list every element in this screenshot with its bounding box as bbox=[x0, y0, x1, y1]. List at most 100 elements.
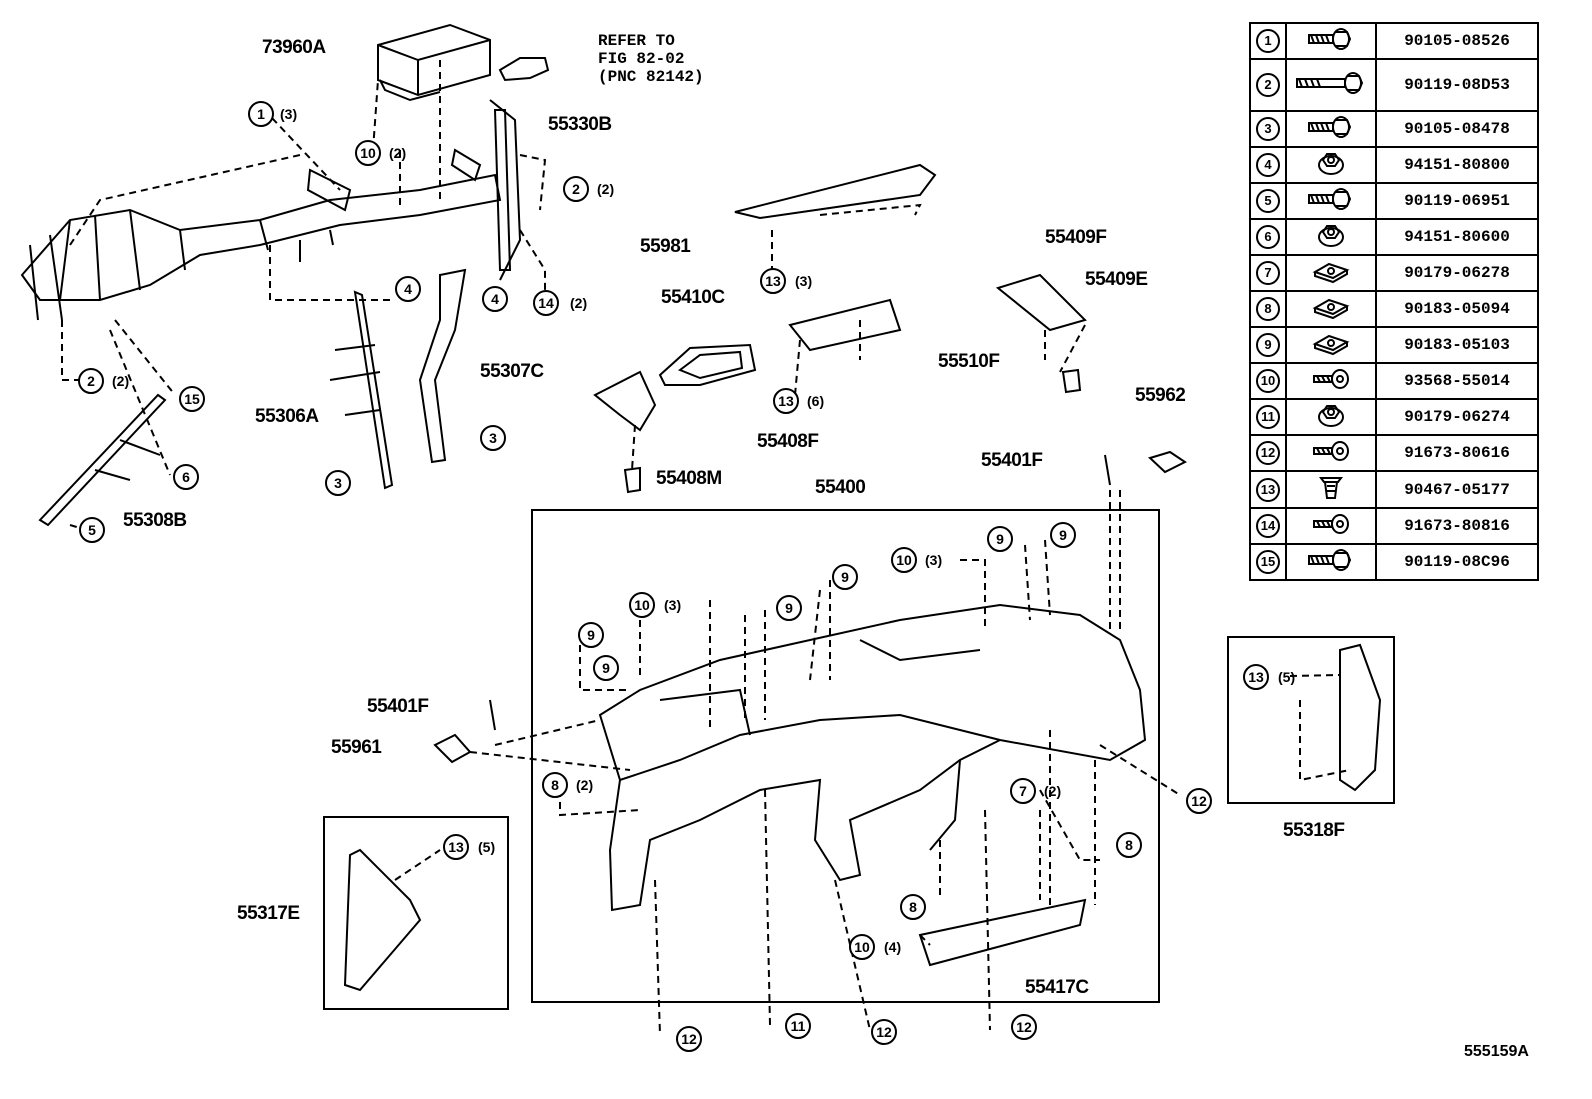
bolt-washer-icon bbox=[1285, 22, 1377, 60]
fastener-number-cell: 3 bbox=[1249, 110, 1287, 148]
panel-55317E-drawing bbox=[343, 848, 422, 992]
fastener-row: 1 90105-08526 bbox=[1249, 22, 1539, 60]
computer-box-drawing bbox=[377, 23, 491, 102]
callout-qty: (3) bbox=[280, 106, 298, 122]
callout-qty: (3) bbox=[925, 552, 943, 568]
fastener-part-number[interactable]: 94151-80600 bbox=[1375, 218, 1539, 256]
callout-qty: (2) bbox=[597, 181, 615, 197]
callout-qty: (2) bbox=[389, 145, 407, 161]
fastener-number-cell: 14 bbox=[1249, 507, 1287, 545]
callout-bubble: 13 bbox=[773, 388, 799, 414]
fastener-row: 8 90183-05094 bbox=[1249, 290, 1539, 328]
pad-55962-drawing bbox=[1148, 450, 1187, 474]
callout-qty: (3) bbox=[664, 597, 682, 613]
fastener-number-cell: 2 bbox=[1249, 58, 1287, 112]
fastener-part-number[interactable]: 90105-08478 bbox=[1375, 110, 1539, 148]
fastener-row: 5 90119-06951 bbox=[1249, 182, 1539, 220]
brace-55306A-drawing bbox=[329, 290, 394, 490]
fastener-number: 10 bbox=[1256, 369, 1280, 393]
fastener-number: 7 bbox=[1256, 261, 1280, 285]
fastener-row: 2 90119-08D53 bbox=[1249, 58, 1539, 112]
brace-55308B-drawing bbox=[38, 393, 167, 527]
callout-bubble: 12 bbox=[676, 1026, 702, 1052]
callout-bubble: 10 bbox=[355, 140, 381, 166]
callout-bubble: 9 bbox=[593, 655, 619, 681]
fastener-row: 12 91673-80616 bbox=[1249, 434, 1539, 472]
clip-nut-icon bbox=[1285, 254, 1377, 292]
bolt-washer-icon bbox=[1285, 182, 1377, 220]
reference-note[interactable]: REFER TO FIG 82-02 (PNC 82142) bbox=[598, 32, 704, 86]
panel-55318F-drawing bbox=[1339, 643, 1382, 792]
callout-bubble: 8 bbox=[542, 772, 568, 798]
fastener-row: 14 91673-80816 bbox=[1249, 507, 1539, 545]
fastener-number-cell: 1 bbox=[1249, 22, 1287, 60]
instrument-panel-drawing bbox=[598, 603, 1147, 967]
part-label-55307C: 55307C bbox=[480, 361, 544, 382]
callout-bubble: 3 bbox=[325, 470, 351, 496]
callout-bubble: 3 bbox=[480, 425, 506, 451]
callout-bubble: 9 bbox=[987, 526, 1013, 552]
fastener-table: 1 90105-08526 2 90119-08D53 3 90105-08478 4 941… bbox=[1249, 22, 1539, 581]
callout-bubble: 9 bbox=[832, 564, 858, 590]
callout-qty: (5) bbox=[1278, 669, 1296, 685]
fastener-number: 5 bbox=[1256, 189, 1280, 213]
panel-55981-drawing bbox=[734, 163, 937, 220]
callout-bubble: 13 bbox=[760, 268, 786, 294]
callout-bubble: 2 bbox=[78, 368, 104, 394]
callout-bubble: 9 bbox=[1050, 522, 1076, 548]
screw-washer-icon bbox=[1285, 362, 1377, 400]
assembly-box-55400 bbox=[531, 509, 1160, 1003]
callout-bubble: 15 bbox=[179, 386, 205, 412]
callout-bubble: 6 bbox=[173, 464, 199, 490]
brace-55307C-drawing bbox=[418, 268, 467, 464]
push-clip-icon bbox=[1285, 470, 1377, 509]
fastener-part-number[interactable]: 90467-05177 bbox=[1375, 470, 1539, 509]
callout-bubble: 2 bbox=[563, 176, 589, 202]
fastener-part-number[interactable]: 90105-08526 bbox=[1375, 22, 1539, 60]
fastener-part-number[interactable]: 90179-06278 bbox=[1375, 254, 1539, 292]
screw-washer-icon bbox=[1285, 434, 1377, 472]
fastener-number: 9 bbox=[1256, 333, 1280, 357]
panel-55409F-drawing bbox=[995, 273, 1087, 332]
fastener-row: 4 94151-80800 bbox=[1249, 146, 1539, 184]
fastener-number: 6 bbox=[1256, 225, 1280, 249]
callout-bubble: 4 bbox=[395, 276, 421, 302]
long-bolt-icon bbox=[1285, 58, 1377, 112]
panel-55510F-drawing bbox=[788, 298, 902, 352]
callout-bubble: 13 bbox=[1243, 664, 1269, 690]
fastener-part-number[interactable]: 91673-80616 bbox=[1375, 434, 1539, 472]
fastener-number: 3 bbox=[1256, 117, 1280, 141]
fastener-number: 12 bbox=[1256, 441, 1280, 465]
part-label-55401F-top: 55401F bbox=[981, 450, 1043, 471]
fastener-part-number[interactable]: 90119-06951 bbox=[1375, 182, 1539, 220]
callout-bubble: 5 bbox=[79, 517, 105, 543]
fastener-number-cell: 7 bbox=[1249, 254, 1287, 292]
callout-bubble: 4 bbox=[482, 286, 508, 312]
fastener-part-number[interactable]: 93568-55014 bbox=[1375, 362, 1539, 400]
fastener-part-number[interactable]: 90119-08C96 bbox=[1375, 543, 1539, 581]
fastener-number-cell: 5 bbox=[1249, 182, 1287, 220]
callout-bubble: 12 bbox=[1186, 788, 1212, 814]
fastener-part-number[interactable]: 90183-05103 bbox=[1375, 326, 1539, 364]
callout-bubble: 9 bbox=[776, 595, 802, 621]
pad-55961-drawing bbox=[433, 733, 472, 764]
part-label-55409F: 55409F bbox=[1045, 227, 1107, 248]
assembly-box-55317E bbox=[323, 816, 509, 1010]
fastener-part-number[interactable]: 90183-05094 bbox=[1375, 290, 1539, 328]
fastener-part-number[interactable]: 90179-06274 bbox=[1375, 398, 1539, 436]
callout-bubble: 10 bbox=[891, 547, 917, 573]
fastener-number-cell: 4 bbox=[1249, 146, 1287, 184]
fastener-part-number[interactable]: 91673-80816 bbox=[1375, 507, 1539, 545]
part-label-55410C: 55410C bbox=[661, 287, 725, 308]
callout-bubble: 12 bbox=[871, 1019, 897, 1045]
part-label-55308B: 55308B bbox=[123, 510, 187, 531]
fastener-part-number[interactable]: 94151-80800 bbox=[1375, 146, 1539, 184]
fastener-row: 10 93568-55014 bbox=[1249, 362, 1539, 400]
fastener-number: 8 bbox=[1256, 297, 1280, 321]
part-label-55400: 55400 bbox=[815, 477, 866, 498]
callout-qty: (2) bbox=[1044, 783, 1062, 799]
callout-qty: (2) bbox=[576, 777, 594, 793]
fastener-part-number[interactable]: 90119-08D53 bbox=[1375, 58, 1539, 112]
part-label-55318F: 55318F bbox=[1283, 820, 1345, 841]
